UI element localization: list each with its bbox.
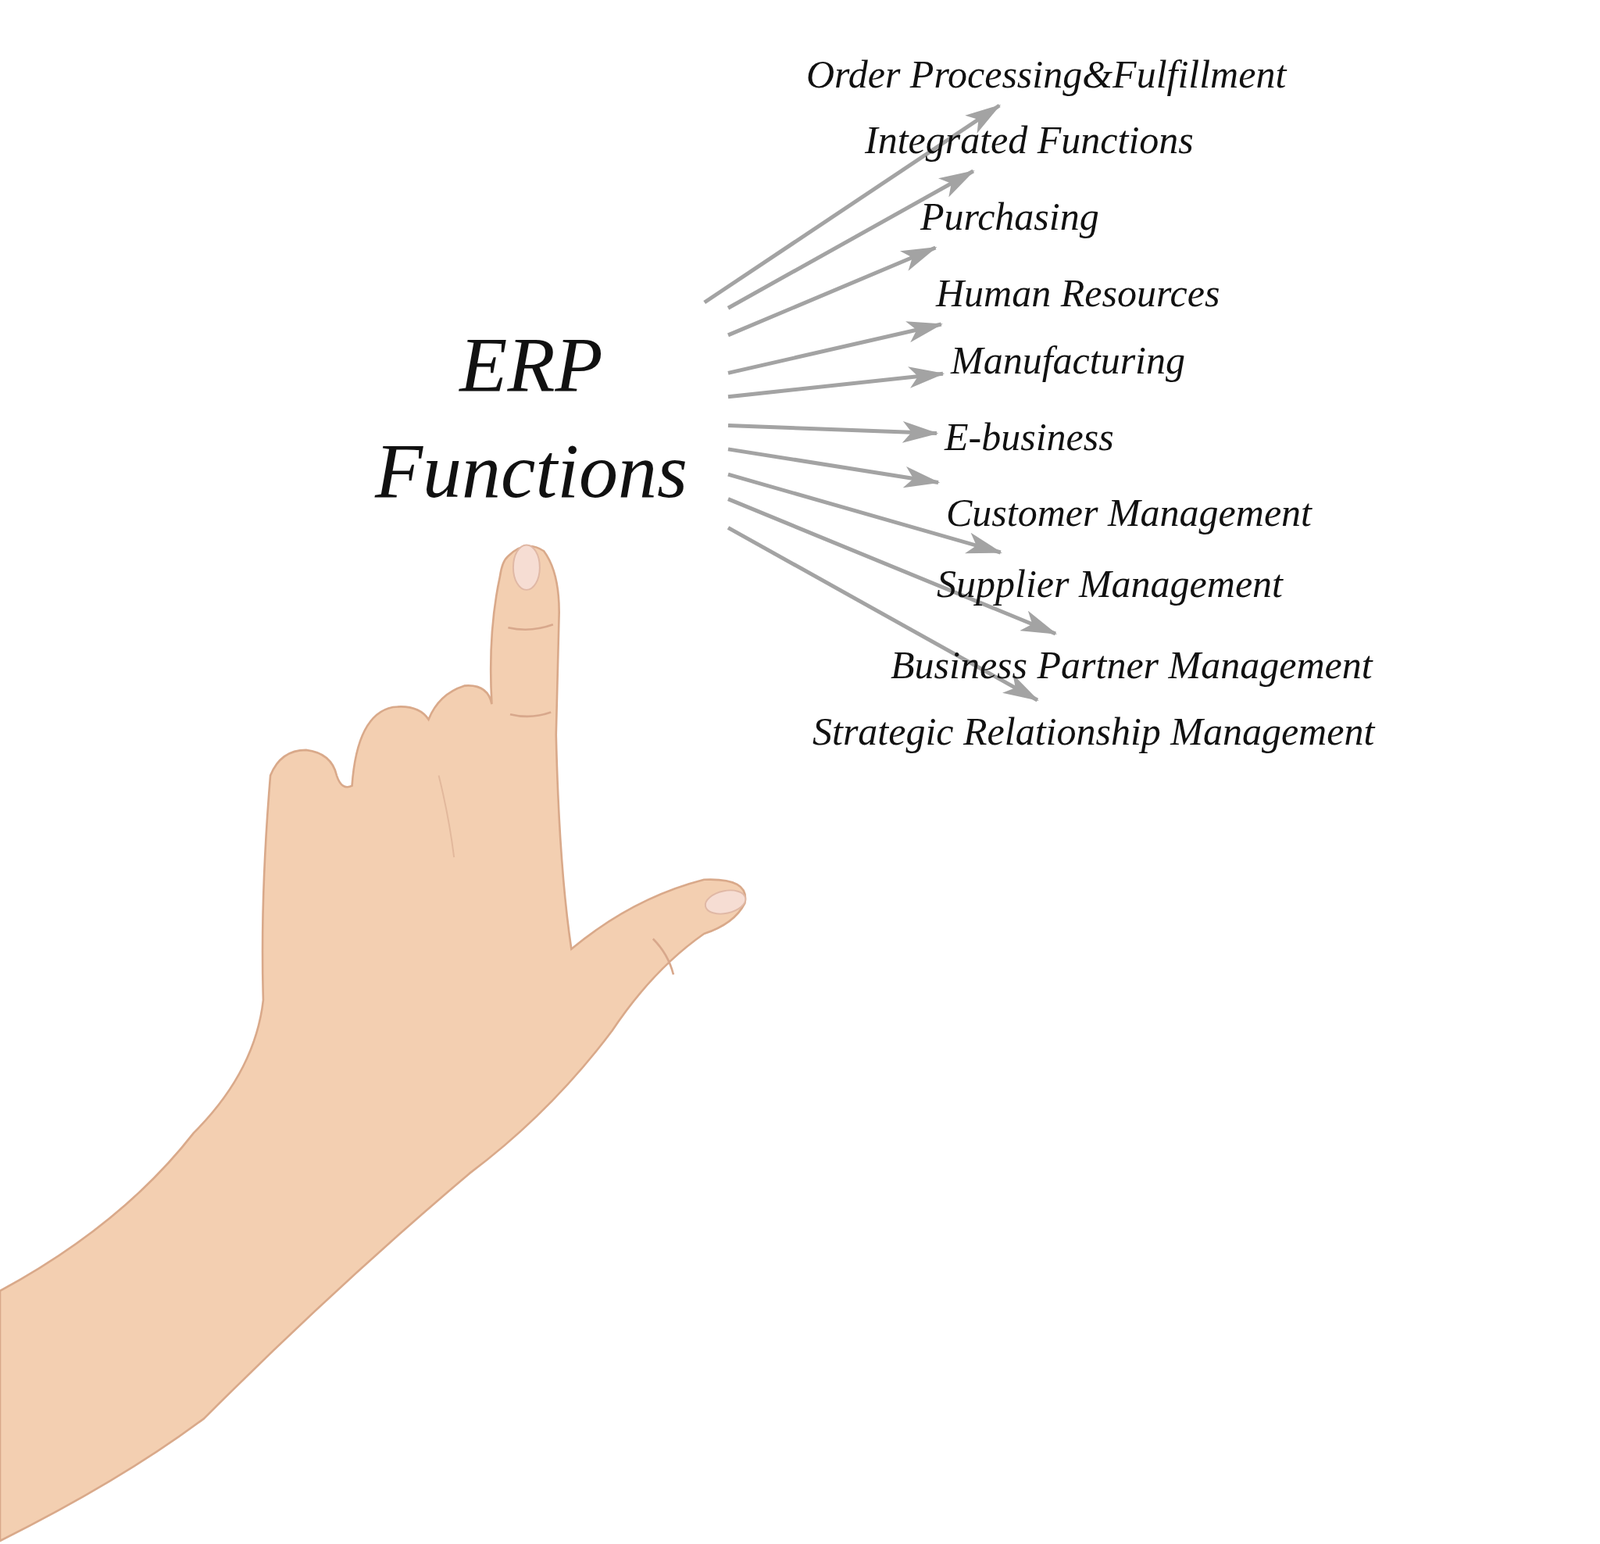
central-topic: ERP Functions xyxy=(343,311,719,525)
function-label: Strategic Relationship Management xyxy=(812,707,1375,755)
function-label: Supplier Management xyxy=(936,560,1283,608)
arrow-connector xyxy=(728,425,937,433)
arrow-connector xyxy=(728,373,943,397)
arrow-connector xyxy=(728,324,942,373)
arrow-connector xyxy=(728,449,939,483)
function-label: Order Processing&Fulfillment xyxy=(806,50,1286,98)
hand-shape xyxy=(0,546,746,1541)
thumb-nail xyxy=(703,886,748,918)
skin-crease xyxy=(439,775,455,858)
arrow-connector xyxy=(728,247,936,336)
label-text: E-business xyxy=(944,413,1115,461)
label-text: Purchasing xyxy=(920,192,1100,240)
label-text: Customer Management xyxy=(946,489,1312,536)
finger-nail xyxy=(513,544,540,590)
label-text: Integrated Functions xyxy=(864,116,1194,164)
label-text: Order Processing&Fulfillment xyxy=(806,50,1286,98)
label-text: Strategic Relationship Management xyxy=(812,707,1375,755)
label-text: Human Resources xyxy=(935,269,1220,317)
function-label: Human Resources xyxy=(935,269,1220,317)
function-label: Manufacturing xyxy=(950,336,1186,384)
label-text: Business Partner Management xyxy=(890,641,1373,689)
label-text: Manufacturing xyxy=(950,336,1186,384)
label-text: Supplier Management xyxy=(936,560,1283,608)
skin-crease xyxy=(653,939,674,975)
function-label: Business Partner Management xyxy=(890,641,1373,689)
topic-text: ERP Functions xyxy=(343,311,719,525)
function-label: E-business xyxy=(944,413,1115,461)
function-label: Customer Management xyxy=(946,489,1312,536)
skin-crease xyxy=(507,624,553,629)
function-label: Purchasing xyxy=(920,192,1100,240)
function-label: Integrated Functions xyxy=(864,116,1194,164)
skin-crease xyxy=(510,712,551,717)
hand-group xyxy=(0,544,748,1541)
